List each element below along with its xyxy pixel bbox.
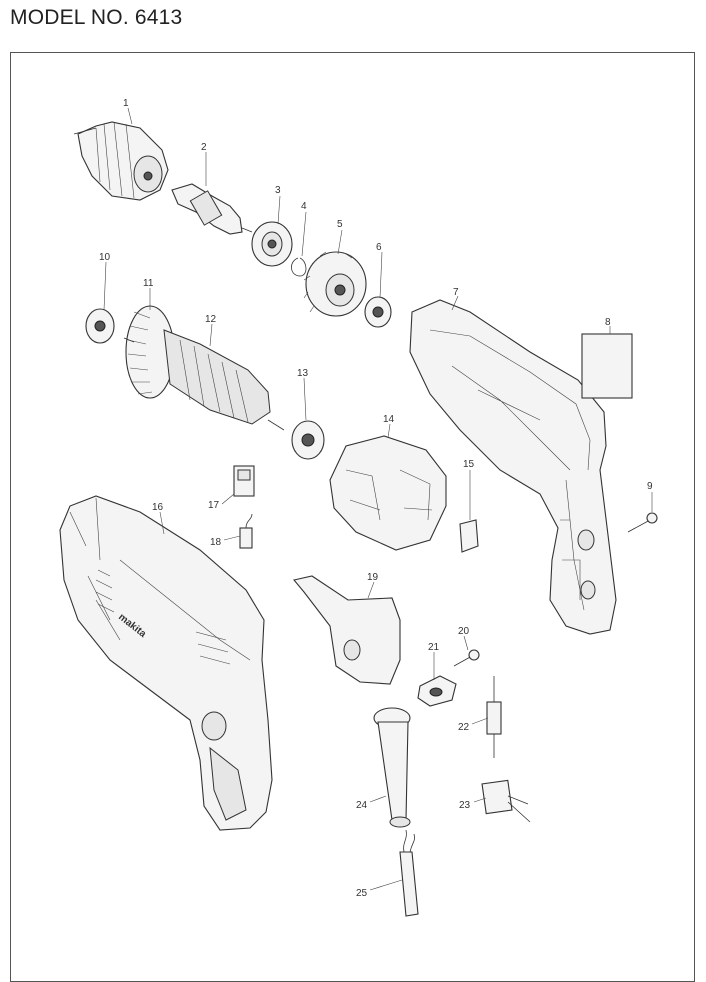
callout-8: 8 xyxy=(605,317,611,328)
cord-part xyxy=(399,829,419,917)
callout-24: 24 xyxy=(356,800,368,811)
noise-suppressor-part xyxy=(486,676,502,758)
callout-5: 5 xyxy=(337,219,343,230)
callout-9: 9 xyxy=(647,481,653,492)
ball-bearing-3 xyxy=(251,221,293,267)
callout-13: 13 xyxy=(297,368,309,379)
field-part xyxy=(329,435,447,551)
callout-14: 14 xyxy=(383,414,395,425)
vent-slots xyxy=(95,569,231,665)
spindle-part xyxy=(171,183,253,235)
capacitor-part xyxy=(481,779,531,823)
callout-25: 25 xyxy=(356,888,368,899)
model-title: MODEL NO. 6413 xyxy=(10,6,183,29)
callout-23: 23 xyxy=(459,800,471,811)
callout-2: 2 xyxy=(201,142,207,153)
ball-bearing-10 xyxy=(85,308,115,344)
carbon-brush-part xyxy=(239,513,253,549)
brush-holder-part xyxy=(233,465,255,497)
callout-group: 1 2 3 4 5 6 7 8 9 10 11 12 13 14 15 16 1 xyxy=(99,98,653,899)
callout-15: 15 xyxy=(463,459,475,470)
callout-17: 17 xyxy=(208,500,220,511)
callout-6: 6 xyxy=(376,242,382,253)
housing-half-part xyxy=(409,299,617,635)
exploded-view-diagram: makita xyxy=(59,98,658,917)
cord-guard-part xyxy=(373,707,411,828)
baffle-plate-part xyxy=(459,519,479,553)
callout-22: 22 xyxy=(458,722,470,733)
callout-11: 11 xyxy=(143,278,154,289)
ball-bearing-6 xyxy=(364,296,392,328)
callout-16: 16 xyxy=(152,502,164,513)
retaining-ring-4 xyxy=(291,257,307,277)
armature-part xyxy=(123,305,285,431)
callout-3: 3 xyxy=(275,185,281,196)
callout-19: 19 xyxy=(367,572,379,583)
housing-set-part: makita xyxy=(59,495,273,831)
callout-20: 20 xyxy=(458,626,470,637)
ball-bearing-13 xyxy=(291,420,325,460)
callout-18: 18 xyxy=(210,537,222,548)
tapping-screw-9 xyxy=(627,512,658,533)
callout-12: 12 xyxy=(205,314,217,325)
keyless-chuck-part xyxy=(73,121,169,201)
callout-4: 4 xyxy=(301,201,307,212)
name-plate-part xyxy=(581,333,633,399)
callout-21: 21 xyxy=(428,642,440,653)
callout-10: 10 xyxy=(99,252,111,263)
strain-relief-part xyxy=(417,675,457,707)
spur-gear-5 xyxy=(303,251,367,317)
callout-1: 1 xyxy=(123,98,129,109)
switch-part xyxy=(292,575,401,685)
tapping-screw-20 xyxy=(453,649,480,667)
callout-7: 7 xyxy=(453,287,459,298)
